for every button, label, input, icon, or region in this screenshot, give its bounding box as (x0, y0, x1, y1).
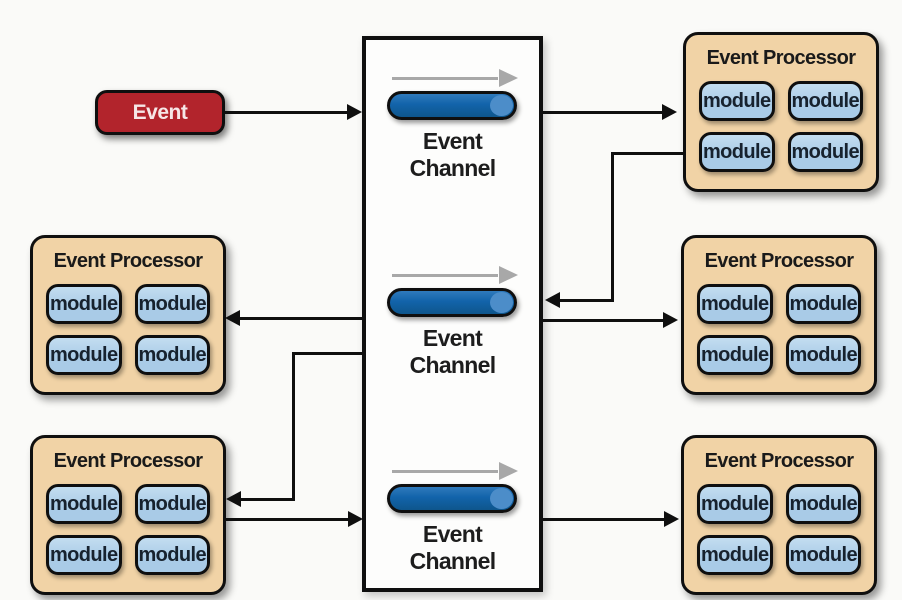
event-processor-bottom-left: Event Processor module module module mod… (30, 435, 226, 595)
flow-arrow-head (499, 462, 518, 480)
flow-arrow-shaft (392, 470, 498, 473)
module-box: module (785, 335, 861, 375)
connector-channel-to-mid-right (543, 319, 664, 322)
module-box: module (134, 535, 210, 575)
module-box: module (46, 335, 122, 375)
module-box: module (134, 284, 210, 324)
event-processor-bottom-right: Event Processor module module module mod… (681, 435, 877, 595)
module-box: module (785, 284, 861, 324)
event-channel-middle: Event Channel (366, 257, 539, 397)
event-processor-top-right: Event Processor module module module mod… (683, 32, 879, 192)
module-box: module (787, 132, 863, 172)
channel-label: Event Channel (409, 325, 497, 378)
connector-channel-to-mid-left (239, 317, 362, 320)
event-source-box: Event (95, 90, 225, 135)
flow-arrow-head (499, 266, 518, 284)
event-processor-mid-right: Event Processor module module module mod… (681, 235, 877, 395)
connector-channel-to-bottom-left-seg3 (240, 498, 295, 501)
connector-top-right-to-channel-seg3 (559, 299, 613, 302)
connector-channel-to-bottom-right (543, 518, 665, 521)
connector-channel-to-bottom-left-seg1 (292, 352, 362, 355)
connector-bottom-left-to-channel (224, 518, 349, 521)
event-channel-top: Event Channel (366, 60, 539, 200)
module-grid: module module module module (697, 484, 861, 575)
flow-arrow-head (499, 69, 518, 87)
module-box: module (787, 81, 863, 121)
arrowhead-right-icon (347, 104, 362, 120)
connector-event-to-channel (225, 111, 348, 114)
module-box: module (697, 484, 773, 524)
module-box: module (697, 284, 773, 324)
flow-direction-arrow-icon (392, 266, 518, 284)
processor-title: Event Processor (706, 47, 856, 69)
processor-title: Event Processor (53, 250, 203, 272)
module-box: module (134, 335, 210, 375)
module-grid: module module module module (699, 81, 863, 172)
arrowhead-right-icon (664, 511, 679, 527)
event-channel-pipe (387, 91, 517, 120)
module-box: module (46, 284, 122, 324)
arrowhead-left-icon (545, 292, 560, 308)
event-channel-bottom: Event Channel (366, 453, 539, 593)
arrowhead-right-icon (348, 511, 363, 527)
module-grid: module module module module (697, 284, 861, 375)
processor-title: Event Processor (704, 250, 854, 272)
flow-direction-arrow-icon (392, 462, 518, 480)
event-source-label: Event (132, 100, 188, 124)
processor-title: Event Processor (704, 450, 854, 472)
connector-top-right-to-channel-seg1 (613, 152, 683, 155)
module-box: module (785, 484, 861, 524)
arrowhead-right-icon (663, 312, 678, 328)
module-grid: module module module module (46, 484, 210, 575)
channel-label: Event Channel (409, 521, 497, 574)
arrowhead-left-icon (225, 310, 240, 326)
module-box: module (785, 535, 861, 575)
arrowhead-left-icon (226, 491, 241, 507)
processor-title: Event Processor (53, 450, 203, 472)
module-box: module (699, 132, 775, 172)
module-box: module (697, 535, 773, 575)
flow-arrow-shaft (392, 274, 498, 277)
module-box: module (699, 81, 775, 121)
connector-channel-to-top-right (543, 111, 662, 114)
flow-direction-arrow-icon (392, 69, 518, 87)
connector-top-right-to-channel-seg2 (611, 152, 614, 302)
connector-channel-to-bottom-left-seg2 (292, 352, 295, 501)
event-processor-mid-left: Event Processor module module module mod… (30, 235, 226, 395)
module-grid: module module module module (46, 284, 210, 375)
module-box: module (46, 535, 122, 575)
arrowhead-right-icon (662, 104, 677, 120)
module-box: module (697, 335, 773, 375)
event-channel-pipe (387, 484, 517, 513)
flow-arrow-shaft (392, 77, 498, 80)
module-box: module (134, 484, 210, 524)
channel-label: Event Channel (409, 128, 497, 181)
module-box: module (46, 484, 122, 524)
event-channel-pipe (387, 288, 517, 317)
